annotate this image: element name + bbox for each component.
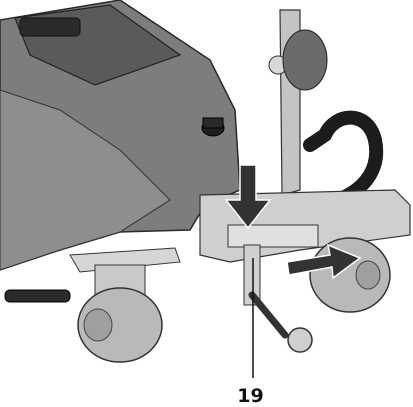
top-grip	[19, 17, 81, 37]
left-wheel	[77, 287, 163, 363]
right-arrow	[286, 243, 362, 280]
callout-number-19: 19	[0, 385, 413, 407]
down-arrow	[224, 164, 272, 230]
nozzle-arm	[243, 244, 261, 306]
pressure-roller	[287, 327, 313, 353]
housing-side-shade	[0, 89, 171, 271]
drive-track	[4, 289, 71, 303]
callout-label: 19	[237, 385, 264, 407]
mast-hub	[282, 29, 328, 91]
nozzle-bracket	[227, 224, 319, 248]
